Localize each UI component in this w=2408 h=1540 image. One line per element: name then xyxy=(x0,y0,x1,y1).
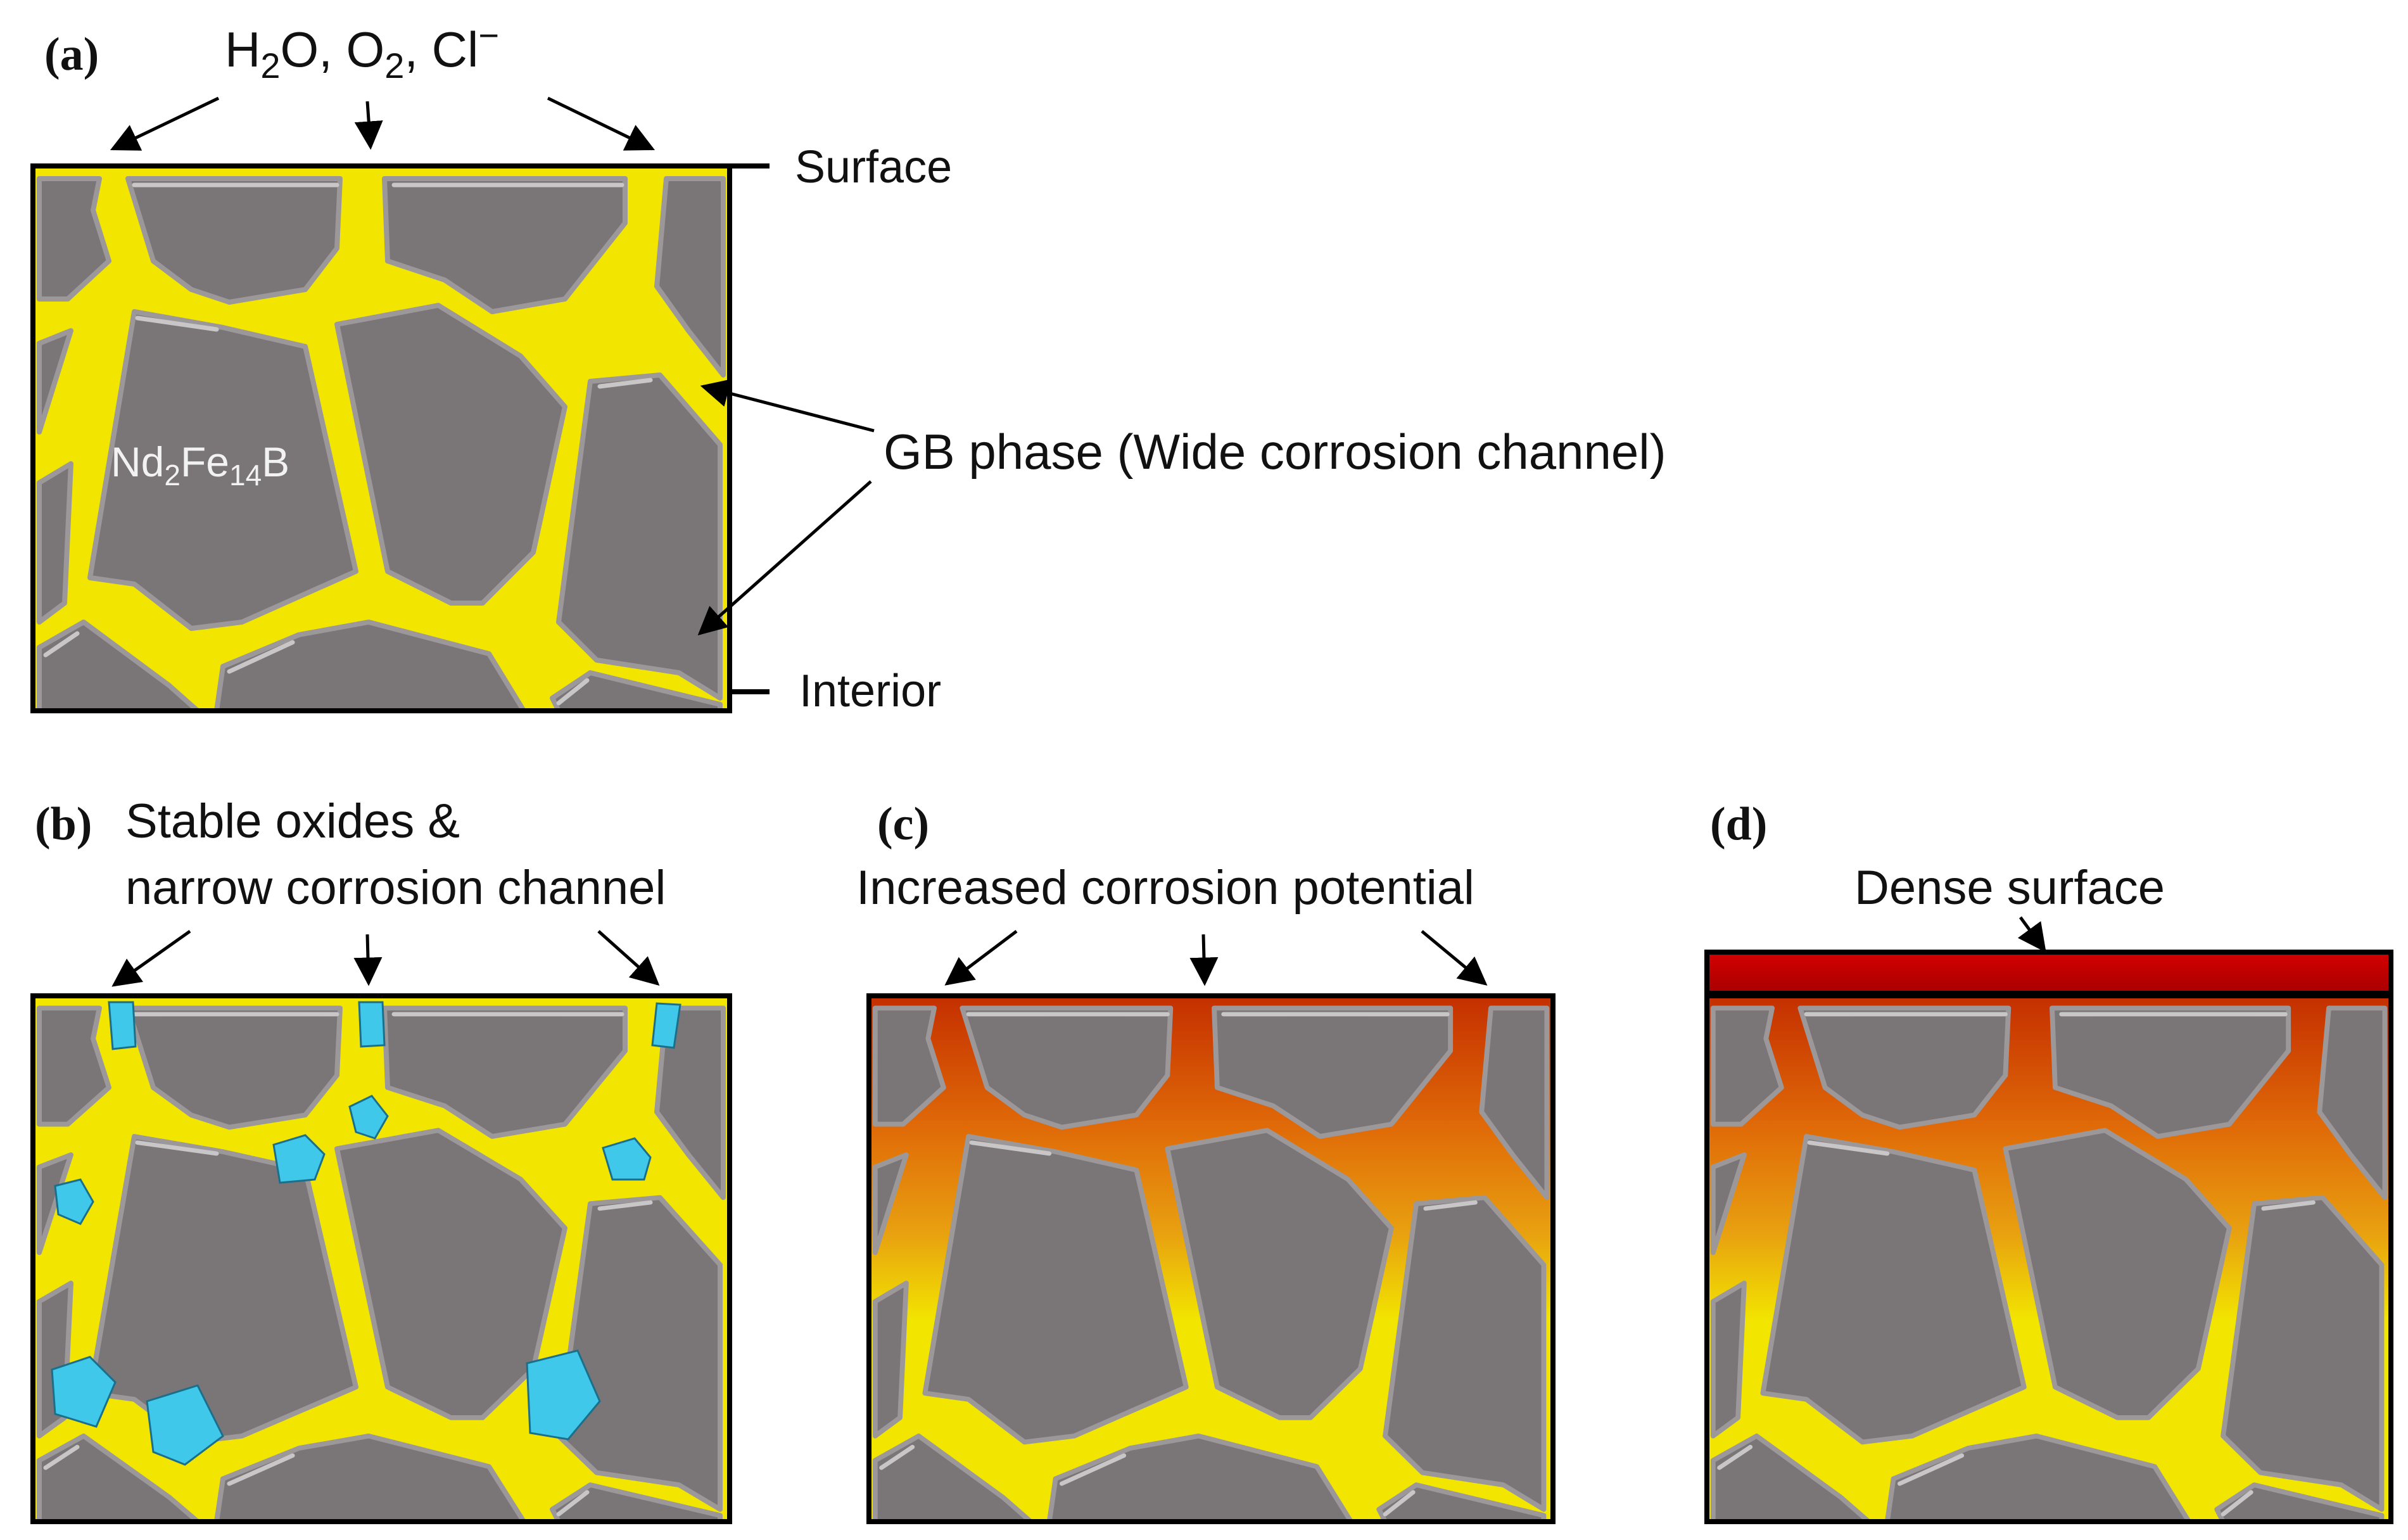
panel-a-label: (a) xyxy=(44,29,99,80)
panel-d-title: Dense surface xyxy=(1854,861,2165,915)
panel-d-label: (d) xyxy=(1710,798,1767,850)
environment-species-label: H2O, O2, Cl− xyxy=(225,15,499,86)
dense-surface-layer xyxy=(1704,950,2393,996)
panel-d: (d) Dense surface xyxy=(1704,798,2393,1524)
interior-label: Interior xyxy=(799,666,941,716)
callout-arrows xyxy=(697,379,875,635)
gb-phase-callout: GB phase (Wide corrosion channel) xyxy=(884,424,1666,480)
panel-c-title: Increased corrosion potential xyxy=(856,861,1474,915)
microstructure-d xyxy=(1704,950,2393,1524)
panel-a: (a) H2O, O2, Cl− Surface Interior Nd2Fe1… xyxy=(30,15,1666,716)
panel-b-title-line-1: Stable oxides & xyxy=(125,794,460,848)
microstructure-b xyxy=(30,993,732,1524)
panel-c-arrows xyxy=(944,930,1488,986)
panel-b: (b) Stable oxides & narrow corrosion cha… xyxy=(30,794,732,1524)
panel-b-title-line-2: narrow corrosion channel xyxy=(125,861,666,915)
panel-c: (c) Increased corrosion potential xyxy=(856,798,1556,1524)
surface-label: Surface xyxy=(795,142,952,193)
panel-d-arrow xyxy=(2017,916,2046,953)
panel-c-label: (c) xyxy=(877,798,929,850)
panel-b-arrows xyxy=(111,929,660,987)
microstructure-c xyxy=(866,993,1556,1524)
environment-arrows xyxy=(110,96,656,151)
panel-b-label: (b) xyxy=(35,798,92,850)
stable-oxide-particles xyxy=(51,1001,681,1466)
grain-phase-label: Nd2Fe14B xyxy=(111,438,289,492)
microstructure-a xyxy=(30,163,732,713)
